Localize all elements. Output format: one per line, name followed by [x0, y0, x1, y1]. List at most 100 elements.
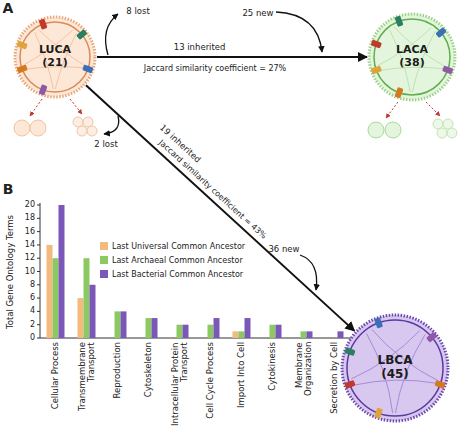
cell-cluster: [73, 117, 83, 127]
membrane-protein: [434, 380, 445, 389]
similarity-note: Jaccard similarity coefficient = 27%: [144, 65, 286, 74]
chart-legend: Last Universal Common AncestorLast Archa…: [100, 240, 245, 282]
new-arrow: [276, 12, 322, 52]
membrane-protein: [371, 39, 382, 48]
bar: [307, 331, 313, 338]
category-label: Reproduction: [113, 342, 122, 398]
cell-cluster: [77, 126, 87, 136]
node-title: LACA (38): [389, 44, 435, 69]
tick-label: 6: [30, 294, 35, 303]
membrane-protein: [82, 64, 93, 73]
cell-wall: [342, 315, 448, 421]
cell-cluster: [433, 119, 443, 129]
category-label: Cytoskeleton: [144, 342, 153, 397]
bar: [245, 318, 251, 338]
connector-arrow: [86, 85, 354, 331]
node-text-wrap: LUCA (21): [13, 15, 97, 99]
bar: [152, 318, 158, 338]
bar: [146, 318, 152, 338]
daughter-cell: [30, 120, 46, 136]
node-text-block: LUCA (21): [32, 44, 78, 69]
bar: [84, 258, 90, 338]
membrane-protein: [394, 87, 403, 98]
cell-node: LACA (38): [367, 12, 457, 102]
tick-label: 2: [30, 320, 35, 329]
membrane-protein: [16, 64, 27, 73]
cell-wall: [15, 17, 95, 97]
bar: [78, 298, 84, 338]
tick-label: 16: [25, 227, 35, 236]
daughter-cell: [14, 120, 30, 136]
membrane-protein: [39, 84, 48, 95]
division-arrow: [30, 99, 42, 116]
division-arrow: [426, 102, 440, 116]
bar: [239, 331, 245, 338]
cell-membrane: [347, 320, 443, 416]
membrane-protein: [426, 332, 438, 343]
tick-label: 4: [30, 307, 35, 316]
daughter-cell: [385, 122, 401, 138]
new-count: 25 new: [242, 9, 273, 18]
category-label: Cell Cycle Process: [206, 342, 215, 419]
membrane-protein: [374, 317, 383, 328]
membrane-protein: [344, 347, 355, 356]
bar: [208, 325, 214, 338]
connector-arrow: [97, 56, 367, 58]
membrane-protein: [394, 16, 403, 27]
category-label: Cytokinesis: [268, 342, 277, 391]
legend-text: Last Bacterial Common Ancestor: [112, 270, 243, 279]
cell-membrane: [374, 19, 450, 95]
legend-row: Last Bacterial Common Ancestor: [100, 268, 245, 282]
panel-letter: A: [3, 1, 14, 16]
membrane-protein: [374, 407, 383, 418]
bar: [177, 325, 183, 338]
similarity-note: Jaccard similarity coefficient = 43%: [156, 139, 267, 242]
cell-cluster: [437, 128, 447, 138]
bar: [301, 331, 307, 338]
bar: [59, 205, 65, 338]
node-text-wrap: LBCA (45): [340, 313, 450, 423]
tick-label: 12: [25, 254, 35, 263]
legend-row: Last Archaeal Common Ancestor: [100, 254, 245, 268]
bar: [276, 325, 282, 338]
membrane-protein: [344, 380, 355, 389]
daughter-cell: [368, 122, 384, 138]
category-label: Secretion by Cell: [330, 342, 339, 414]
legend-row: Last Universal Common Ancestor: [100, 240, 245, 254]
node-title: LBCA (45): [372, 354, 418, 382]
cell-node: LUCA (21): [13, 15, 97, 99]
bar: [183, 325, 189, 338]
legend-text: Last Universal Common Ancestor: [112, 242, 245, 251]
membrane-protein: [371, 65, 382, 74]
lost-arrow: [104, 116, 119, 134]
membrane-protein: [39, 18, 48, 29]
cell-cluster: [447, 128, 457, 138]
legend-swatch: [100, 256, 108, 264]
bar: [121, 311, 127, 338]
category-label: Transmembrane Transport: [78, 342, 96, 426]
membrane-protein: [76, 29, 88, 40]
node-title: LUCA (21): [32, 44, 78, 69]
cell-membrane: [20, 22, 90, 92]
tick-label: 8: [30, 280, 35, 289]
bar: [90, 285, 96, 338]
category-label: Membrane Organization: [295, 342, 313, 426]
legend-swatch: [100, 270, 108, 278]
bar: [47, 245, 53, 338]
new-arrow: [300, 255, 317, 290]
node-text-block: LACA (38): [389, 44, 435, 69]
division-arrow: [386, 102, 398, 118]
legend-swatch: [100, 242, 108, 250]
node-text-block: LBCA (45): [372, 354, 418, 382]
tick-label: 10: [25, 267, 35, 276]
node-text-wrap: LACA (38): [367, 12, 457, 102]
bar: [53, 258, 59, 338]
cell-wall: [369, 14, 455, 100]
tick-label: 20: [25, 201, 35, 210]
cell-node: LBCA (45): [340, 313, 450, 423]
tick-label: 14: [25, 240, 35, 249]
tick-label: 18: [25, 214, 35, 223]
membrane-protein: [435, 27, 447, 38]
bar: [338, 331, 344, 338]
